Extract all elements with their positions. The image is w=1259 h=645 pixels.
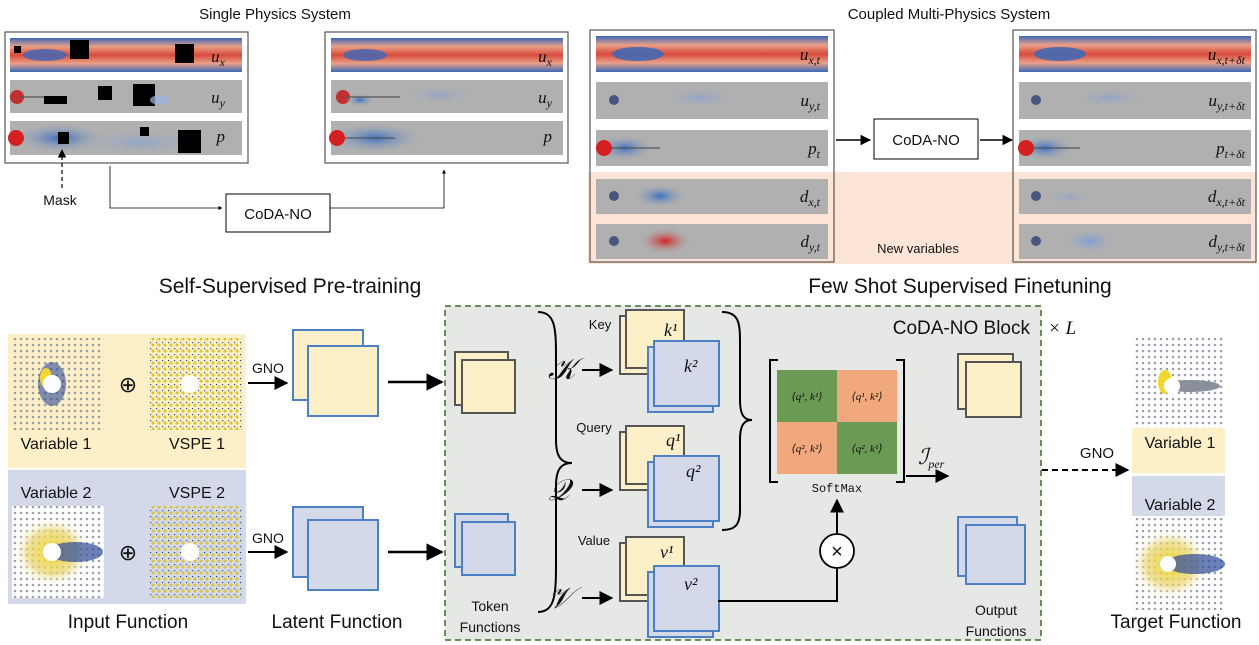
oplus-1: ⊕ <box>119 372 137 397</box>
coupled-coda-label: CoDA-NO <box>892 132 960 149</box>
q2-label: q² <box>686 461 701 481</box>
attn-cell-1 <box>837 370 897 422</box>
key-squares <box>619 309 720 413</box>
target-function-label: Target Function <box>1111 612 1242 633</box>
q1-label: q¹ <box>666 430 680 450</box>
token-function-1 <box>454 351 516 414</box>
k1-label: k¹ <box>664 320 677 340</box>
vspe1-label: VSPE 1 <box>169 436 225 453</box>
coda-block-title: CoDA-NO Block <box>893 318 1031 339</box>
input-function-label: Input Function <box>68 612 188 633</box>
coupled-output-panel <box>1012 29 1257 263</box>
latent-function-2 <box>292 506 379 591</box>
target-variable2-point-cloud <box>1130 518 1225 610</box>
variable1-label: Variable 1 <box>21 436 92 453</box>
coupled-title: Coupled Multi-Physics System <box>848 6 1051 23</box>
query-label: Query <box>576 420 612 435</box>
target-variable2-band <box>1132 476 1225 516</box>
mask-label: Mask <box>43 192 77 208</box>
latent-function-1 <box>292 329 379 417</box>
single-in-p: p <box>216 127 226 146</box>
v2-label: v² <box>684 574 698 594</box>
gno-label-1: GNO <box>252 360 284 376</box>
output-function-2 <box>957 516 1026 585</box>
token-brace <box>537 311 573 613</box>
matrix-right-bracket <box>896 359 905 483</box>
single-coda-box <box>225 193 331 233</box>
attn-cell-0 <box>777 370 837 422</box>
single-coda-label: CoDA-NO <box>244 206 312 223</box>
gno-decoder-label: GNO <box>1080 445 1114 462</box>
output-functions-label-2: Functions <box>966 623 1027 639</box>
multiply-node <box>819 533 855 569</box>
value-to-multiply-line <box>718 569 838 602</box>
coupled-out-var-2: pt+δt <box>1215 139 1246 161</box>
attn-cell-text-3: ⟨q², k¹⟩ <box>851 443 882 455</box>
vspe2-label: VSPE 2 <box>169 485 225 502</box>
target-variable2-label: Variable 2 <box>1145 497 1216 514</box>
token-functions-label-1: Token <box>471 598 508 614</box>
single-flow-in-arrow <box>109 166 223 210</box>
variable2-label: Variable 2 <box>21 485 92 502</box>
value-squares <box>619 536 720 638</box>
variable2-point-cloud <box>12 506 104 598</box>
attn-cell-3 <box>837 422 897 474</box>
kq-brace <box>721 311 753 531</box>
target-variable1-label: Variable 1 <box>1145 435 1216 452</box>
vspe2-point-cloud <box>150 506 242 598</box>
target-variable1-point-cloud <box>1133 336 1225 428</box>
target-variable1-band <box>1132 428 1225 473</box>
gno-label-2: GNO <box>252 530 284 546</box>
query-squares <box>619 425 720 528</box>
new-variables-label: New variables <box>877 241 959 256</box>
variable1-point-cloud <box>12 338 104 430</box>
attn-cell-text-2: ⟨q², k²⟩ <box>791 443 822 455</box>
pretraining-title: Self-Supervised Pre-training <box>159 275 422 298</box>
key-label: Key <box>589 317 612 332</box>
single-flow-out-arrow <box>330 169 446 209</box>
softmax-label: SoftMax <box>812 482 862 496</box>
attn-cell-text-0: ⟨q¹, k¹⟩ <box>791 391 822 403</box>
v1-label: v¹ <box>660 542 673 562</box>
times-L-label: × L <box>1048 318 1076 339</box>
latent-function-label: Latent Function <box>272 612 403 633</box>
attn-cell-text-1: ⟨q¹, k²⟩ <box>851 391 882 403</box>
coupled-input-panel <box>589 29 835 263</box>
single-out-p: p <box>543 127 553 146</box>
finetuning-title: Few Shot Supervised Finetuning <box>808 275 1112 298</box>
attn-cell-2 <box>777 422 837 474</box>
output-functions-label-1: Output <box>975 602 1017 618</box>
single-output-panel <box>324 31 569 164</box>
coda-no-block <box>444 305 1042 641</box>
vspe1-point-cloud <box>150 338 242 430</box>
token-functions-label-2: Functions <box>460 619 521 635</box>
single-input-panel <box>4 31 249 164</box>
matrix-left-bracket <box>769 359 778 483</box>
output-function-1 <box>957 353 1022 418</box>
coupled-coda-box <box>873 118 979 160</box>
token-function-2 <box>454 513 516 576</box>
k2-label: k² <box>684 356 698 376</box>
iper-label: ℐper <box>918 444 945 471</box>
value-label: Value <box>578 533 610 548</box>
oplus-2: ⊕ <box>119 540 137 565</box>
single-physics-title: Single Physics System <box>199 6 351 23</box>
multiply-symbol: × <box>831 541 843 563</box>
